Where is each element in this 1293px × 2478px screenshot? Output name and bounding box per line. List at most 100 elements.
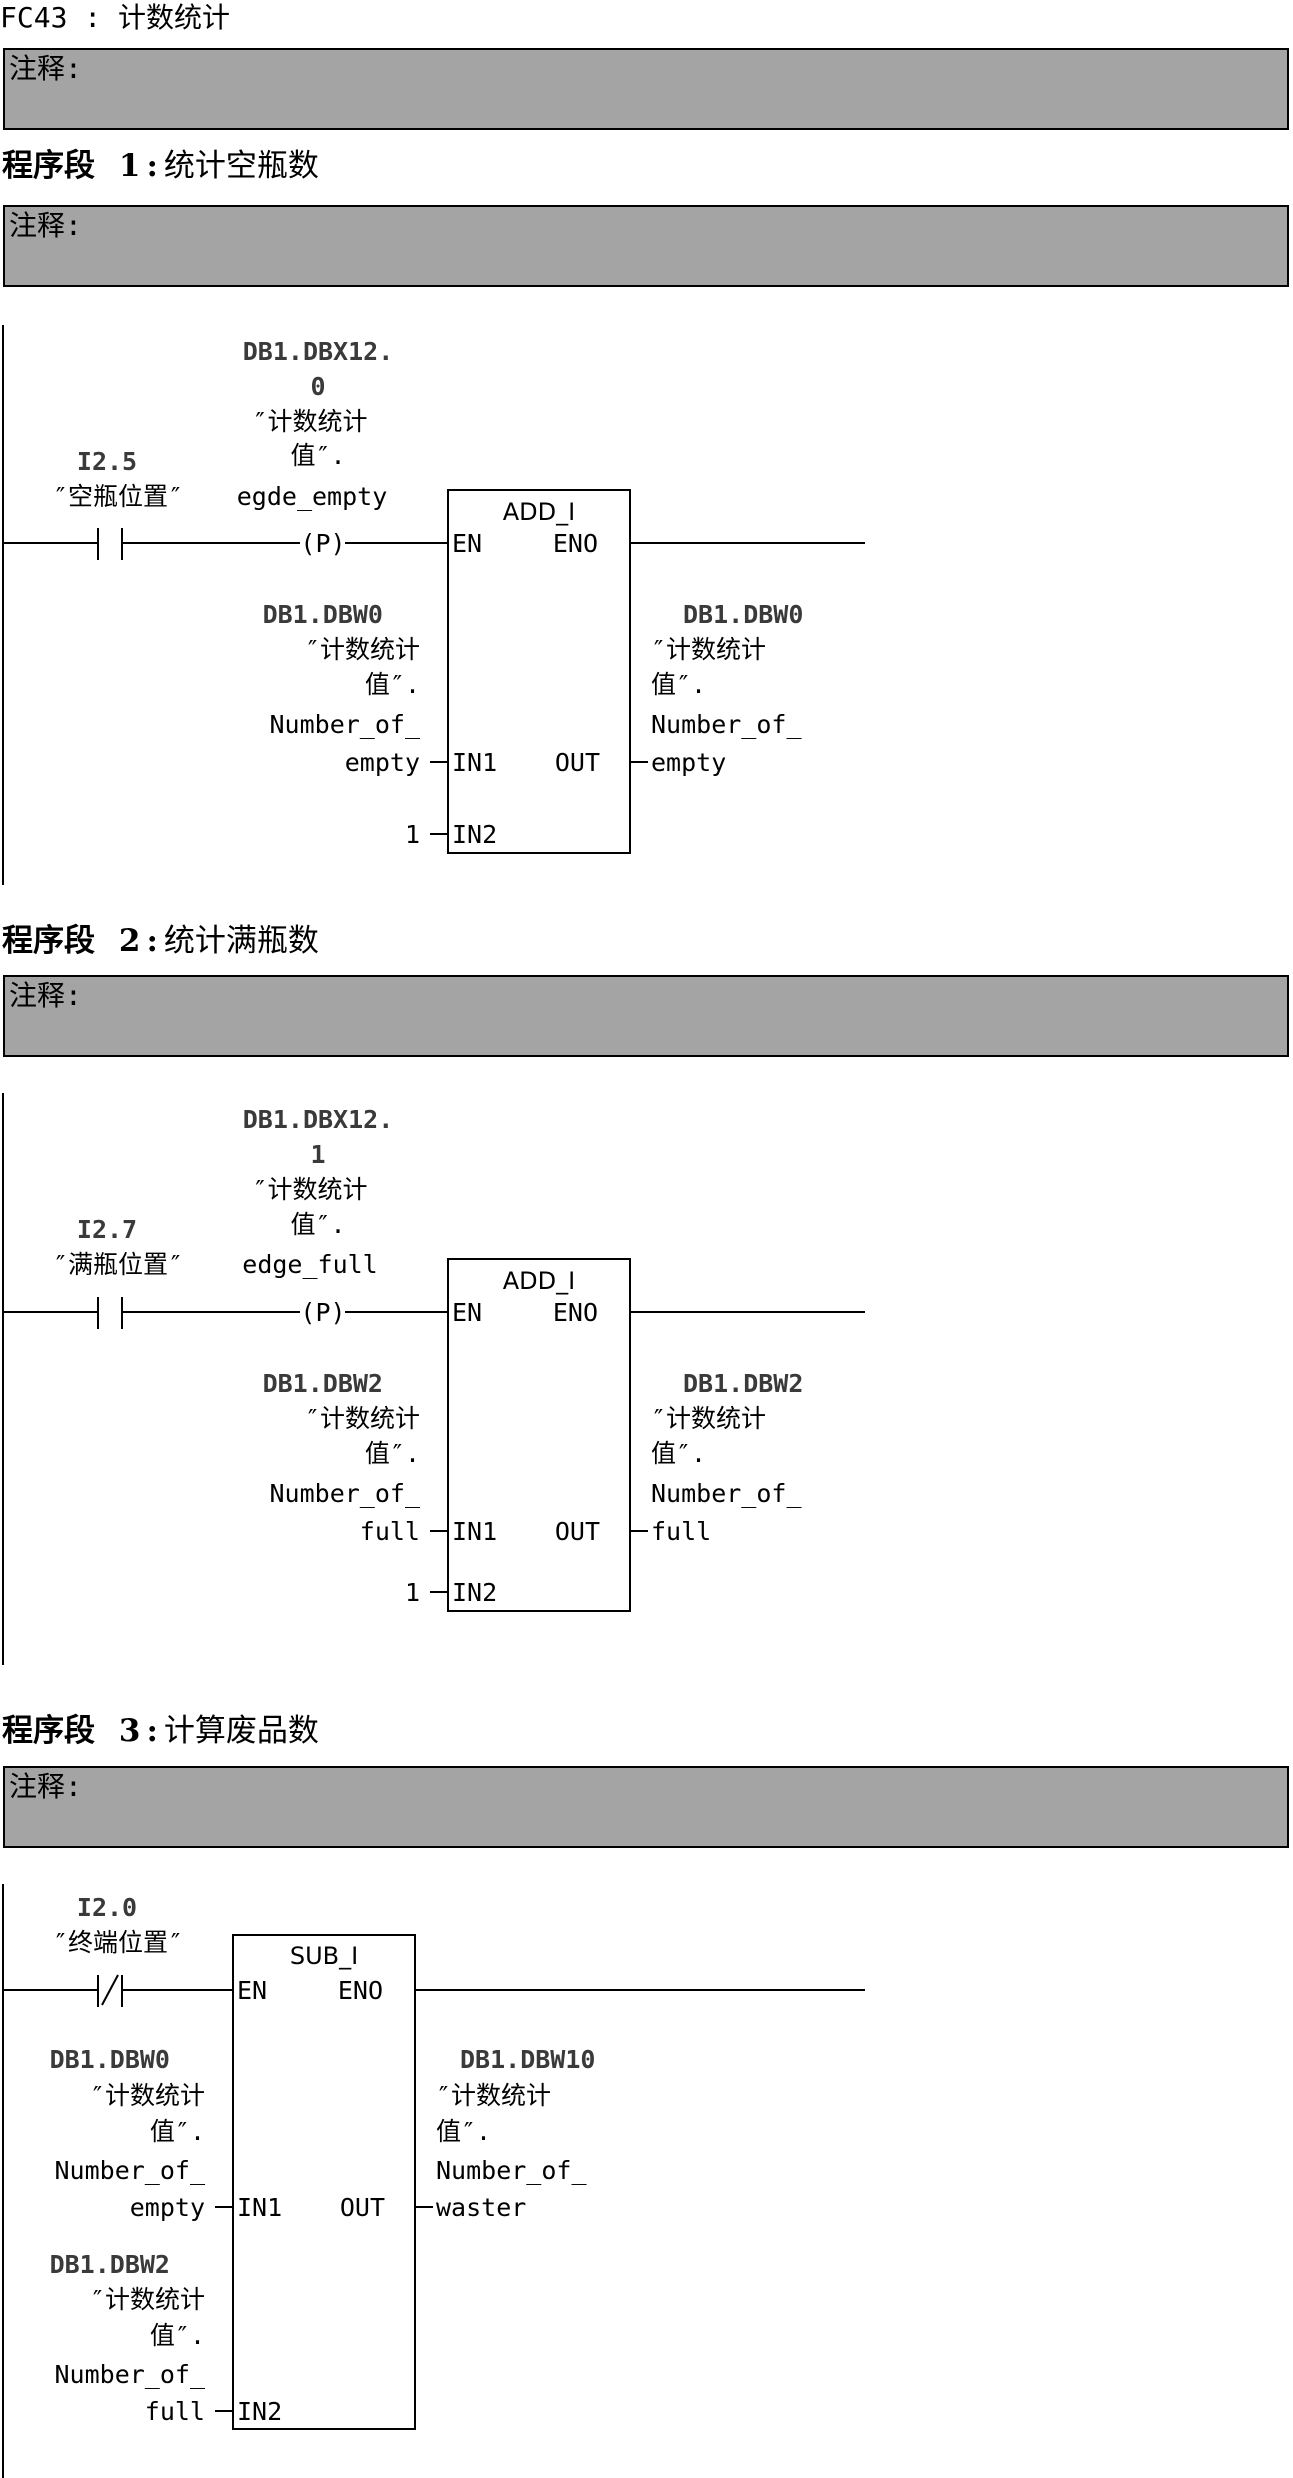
network-1-box-title: ADD_I — [503, 498, 575, 526]
network-3-in2-symbol-2: 值″. — [150, 2321, 205, 2350]
network-1-in1-address: DB1.DBW0 — [263, 600, 383, 629]
network-2-comment-box[interactable]: 注释: — [3, 975, 1289, 1057]
network-1-labels: I2.5 ″空瓶位置″ (P) DB1.DBX12. 0 ″计数统计 值″. e… — [53, 337, 803, 849]
network-2-pin-in2: IN2 — [452, 1578, 497, 1607]
network-3-out-symbol: ″计数统计 — [436, 2081, 551, 2110]
network-3-in1-symbol: ″计数统计 — [90, 2081, 205, 2110]
network-1-ladder — [2, 325, 865, 885]
network-2-comment-label: 注释: — [9, 979, 82, 1012]
network-2-out-address: DB1.DBW2 — [683, 1369, 803, 1398]
network-1-out-address: DB1.DBW0 — [683, 600, 803, 629]
network-3-in2-address: DB1.DBW2 — [50, 2250, 170, 2279]
network-2-in1-symbol-4: full — [360, 1517, 420, 1546]
network-1-label: 程序段 — [2, 148, 95, 184]
network-3-in1-symbol-2: 值″. — [150, 2117, 205, 2146]
network-3-pin-in1: IN1 — [237, 2193, 282, 2222]
network-2-in1-symbol-3: Number_of_ — [269, 1479, 420, 1508]
network-2-box-title: ADD_I — [503, 1267, 575, 1295]
network-1-out-symbol: ″计数统计 — [651, 635, 766, 664]
network-3-in2-symbol-4: full — [145, 2397, 205, 2426]
network-3-pin-in2: IN2 — [237, 2397, 282, 2426]
network-1-edge-address-2: 0 — [310, 372, 325, 401]
network-2-contact-address: I2.7 — [77, 1215, 137, 1244]
block-comment-label: 注释: — [9, 52, 82, 85]
network-1-in1-symbol-4: empty — [345, 748, 420, 777]
network-3-sub-box[interactable] — [232, 1934, 416, 2430]
network-2-in2-value: 1 — [405, 1578, 420, 1607]
network-3-comment-label: 注释: — [9, 1770, 82, 1803]
network-1-contact-address: I2.5 — [77, 447, 137, 476]
network-1-comment-label: 注释: — [9, 209, 82, 242]
block-title: FC43 : 计数统计 — [0, 1, 231, 34]
block-comment-box[interactable]: 注释: — [3, 48, 1289, 130]
network-2-desc: 统计满瓶数 — [163, 923, 319, 959]
network-2-pin-eno: ENO — [553, 1298, 598, 1327]
network-3-in1-symbol-4: empty — [130, 2193, 205, 2222]
network-1-pin-eno: ENO — [553, 529, 598, 558]
network-2-edge-coil[interactable]: (P) — [300, 1298, 345, 1327]
network-1-title[interactable]: 程序段 1:统计空瓶数 — [2, 146, 319, 186]
network-2-title[interactable]: 程序段 2:统计满瓶数 — [2, 921, 319, 961]
network-1-in1-symbol-3: Number_of_ — [269, 710, 420, 739]
network-2-edge-symbol-3: edge_full — [242, 1250, 377, 1279]
network-2-in1-symbol: ″计数统计 — [305, 1404, 420, 1433]
network-1-contact-symbol: ″空瓶位置″ — [53, 482, 183, 511]
network-2-pin-out: OUT — [555, 1517, 600, 1546]
network-1-number: 1 — [118, 148, 141, 184]
network-3-colon: : — [146, 1713, 158, 1749]
network-1-pin-en: EN — [452, 529, 482, 558]
network-2-ladder — [2, 1093, 865, 1665]
network-1-pin-in2: IN2 — [452, 820, 497, 849]
network-3-in1-address: DB1.DBW0 — [50, 2045, 170, 2074]
network-1-colon: : — [146, 148, 158, 184]
network-3-contact-address: I2.0 — [77, 1893, 137, 1922]
network-3-nc-contact-slash — [101, 1974, 119, 2006]
network-3-comment-box[interactable]: 注释: — [3, 1766, 1289, 1848]
network-1-edge-coil[interactable]: (P) — [300, 529, 345, 558]
network-3-label: 程序段 — [2, 1713, 95, 1749]
network-1-in1-symbol: ″计数统计 — [305, 635, 420, 664]
network-3-pin-en: EN — [237, 1976, 267, 2005]
network-1-comment-box[interactable]: 注释: — [3, 205, 1289, 287]
network-2-add-box[interactable] — [447, 1258, 631, 1612]
network-1-in1-symbol-2: 值″. — [365, 670, 420, 699]
network-3-desc: 计算废品数 — [163, 1713, 319, 1749]
network-3-number: 3 — [118, 1713, 141, 1749]
network-2-pin-en: EN — [452, 1298, 482, 1327]
network-2-edge-symbol-2: 值″. — [290, 1210, 345, 1239]
network-3-pin-eno: ENO — [338, 1976, 383, 2005]
network-1-out-symbol-3: Number_of_ — [651, 710, 802, 739]
network-1-out-symbol-2: 值″. — [651, 670, 706, 699]
network-2-in1-address: DB1.DBW2 — [263, 1369, 383, 1398]
network-1-pin-out: OUT — [555, 748, 600, 777]
network-1-out-symbol-4: empty — [651, 748, 726, 777]
network-2-label: 程序段 — [2, 923, 95, 959]
network-3-in2-symbol-3: Number_of_ — [54, 2360, 205, 2389]
network-3-in2-symbol: ″计数统计 — [90, 2285, 205, 2314]
network-1-add-box[interactable] — [447, 489, 631, 854]
network-2-contact-symbol: ″满瓶位置″ — [53, 1250, 183, 1279]
network-2-edge-symbol: ″计数统计 — [252, 1175, 367, 1204]
network-3-title[interactable]: 程序段 3:计算废品数 — [2, 1711, 319, 1751]
network-2-out-symbol-3: Number_of_ — [651, 1479, 802, 1508]
network-1-pin-in1: IN1 — [452, 748, 497, 777]
network-1-edge-address: DB1.DBX12. — [243, 337, 394, 366]
network-3-out-symbol-2: 值″. — [436, 2117, 491, 2146]
network-3-contact-symbol: ″终端位置″ — [53, 1928, 183, 1957]
network-2-out-symbol-4: full — [651, 1517, 711, 1546]
network-3-ladder — [2, 1884, 865, 2478]
network-1-edge-symbol-3: egde_empty — [237, 482, 388, 511]
network-3-out-address: DB1.DBW10 — [460, 2045, 595, 2074]
network-1-edge-symbol-2: 值″. — [290, 441, 345, 470]
network-2-out-symbol-2: 值″. — [651, 1439, 706, 1468]
network-3-in1-symbol-3: Number_of_ — [54, 2156, 205, 2185]
network-2-pin-in1: IN1 — [452, 1517, 497, 1546]
network-2-out-symbol: ″计数统计 — [651, 1404, 766, 1433]
network-2-edge-address-2: 1 — [310, 1140, 325, 1169]
network-2-number: 2 — [118, 923, 141, 959]
network-3-out-symbol-3: Number_of_ — [436, 2156, 587, 2185]
network-2-labels: I2.7 ″满瓶位置″ (P) DB1.DBX12. 1 ″计数统计 值″. e… — [53, 1105, 803, 1607]
network-3-box-title: SUB_I — [290, 1942, 358, 1970]
network-1-in2-value: 1 — [405, 820, 420, 849]
